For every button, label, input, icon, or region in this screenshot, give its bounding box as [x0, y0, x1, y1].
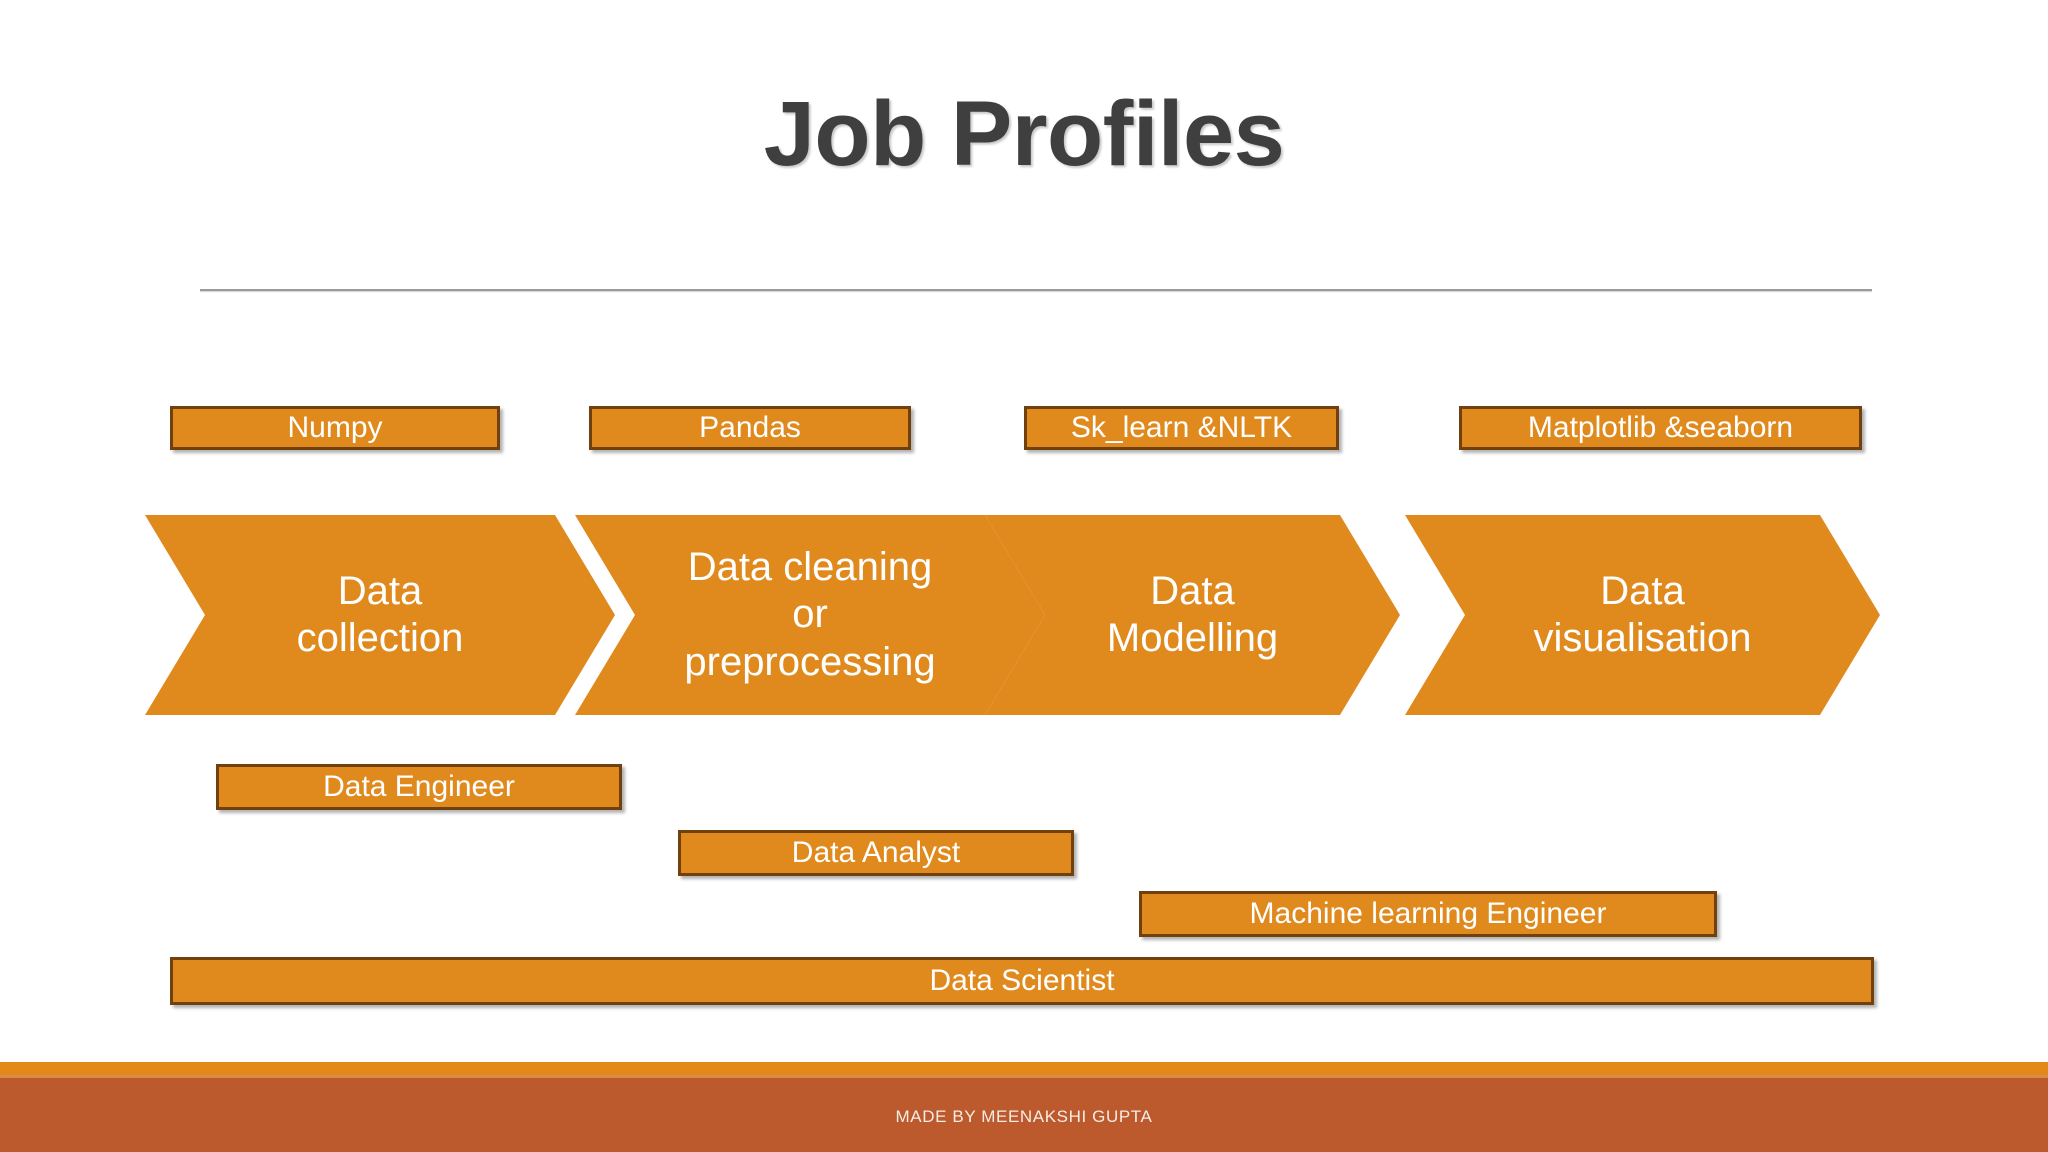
role-bar-machine-learning-engineer[interactable]: Machine learning Engineer — [1139, 891, 1717, 937]
title-divider — [200, 289, 1872, 291]
footer-credit: MADE BY MEENAKSHI GUPTA — [895, 1107, 1153, 1126]
tool-box-label: Pandas — [699, 411, 801, 444]
footer-accent-stripe — [0, 1062, 2048, 1075]
tool-box-label: Sk_learn &NLTK — [1070, 411, 1293, 444]
role-bar-data-engineer[interactable]: Data Engineer — [216, 764, 622, 810]
tool-box-matplotlib-seaborn[interactable]: Matplotlib &seaborn — [1459, 406, 1862, 450]
footer-band — [0, 1078, 2048, 1152]
role-bar-label: Data Analyst — [791, 836, 961, 869]
role-bar-label: Data Scientist — [929, 964, 1115, 997]
tool-box-sklearn-nltk[interactable]: Sk_learn &NLTK — [1024, 406, 1339, 450]
tool-box-numpy[interactable]: Numpy — [170, 406, 500, 450]
role-bar-label: Data Engineer — [323, 770, 515, 803]
tool-box-pandas[interactable]: Pandas — [589, 406, 911, 450]
tool-box-label: Matplotlib &seaborn — [1527, 411, 1794, 444]
footer-hairline — [0, 1075, 2048, 1078]
role-bar-data-analyst[interactable]: Data Analyst — [678, 830, 1074, 876]
page-title: Job Profiles — [763, 83, 1285, 185]
role-bar-label: Machine learning Engineer — [1249, 897, 1607, 930]
tool-box-label: Numpy — [287, 411, 383, 444]
role-bar-data-scientist[interactable]: Data Scientist — [170, 957, 1874, 1005]
